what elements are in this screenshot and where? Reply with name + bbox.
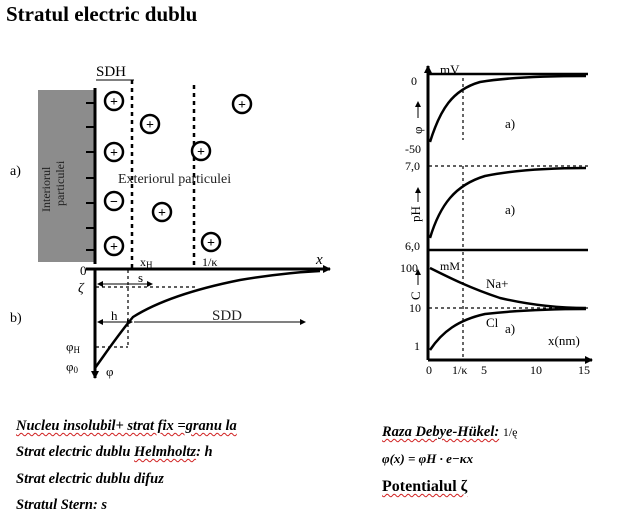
- bot-y-label: C: [408, 291, 423, 300]
- x-axis-label: x: [315, 252, 323, 268]
- ion-plus-8: [200, 231, 222, 253]
- ion-sign-6: +: [158, 206, 166, 221]
- sdd-label: SDD: [212, 308, 242, 324]
- ion-minus-2: [103, 190, 125, 212]
- ion-plus-3: [103, 235, 125, 257]
- caption-diffuse: Strat electric dublu difuz: [16, 471, 164, 487]
- phi-axis-label: φ: [106, 364, 114, 379]
- bot-tick-1: 1: [414, 339, 420, 353]
- xh-label: xH: [140, 255, 153, 270]
- interior-label-1: Interiorul: [39, 166, 53, 212]
- caption-helmholtz: Strat electric dublu Helmholtz: h: [16, 444, 213, 460]
- potential-curve: [93, 269, 321, 369]
- cl-curve: [428, 307, 587, 351]
- mid-tick-6: 6,0: [405, 239, 420, 253]
- kappa-label: 1/κ: [202, 255, 217, 269]
- h-label: h: [111, 308, 118, 323]
- origin-label: 0: [80, 263, 87, 278]
- bot-unit: mM: [440, 259, 460, 273]
- debye-caption: Raza Debye-Hükel: 1/ę: [382, 424, 518, 440]
- zeta-potential-caption: Potentialul ζ: [382, 478, 468, 495]
- mid-y-label: pH: [408, 206, 423, 222]
- na-curve: [429, 266, 587, 310]
- na-label: Na+: [486, 276, 509, 291]
- particle-interior: [38, 90, 94, 262]
- ion-sign-8: +: [207, 236, 215, 251]
- ion-plus-0: [103, 90, 125, 112]
- bot-xtick-5: 5: [481, 363, 487, 377]
- ion-plus-1: [103, 141, 125, 163]
- surface-charges: [86, 102, 94, 251]
- ion-plus-7: [190, 140, 212, 162]
- ion-sign-0: +: [110, 95, 118, 110]
- ion-sign-1: +: [110, 146, 118, 161]
- bot-xtick-0: 0: [426, 363, 432, 377]
- phi-h-label: φH: [66, 339, 81, 355]
- bot-x-label: x(nm): [548, 333, 580, 348]
- panel-a-label: a): [10, 164, 21, 179]
- ion-sign-3: +: [110, 240, 118, 255]
- panel-b-label: b): [10, 311, 22, 326]
- mid-panel-label: a): [505, 202, 515, 217]
- ion-plus-5: [139, 113, 161, 135]
- page-title: Stratul electric dublu: [6, 2, 198, 26]
- caption-stern: Stratul Stern: s: [16, 497, 108, 513]
- exterior-label: Exteriorul particulei: [118, 172, 231, 187]
- top-y-label: φ: [410, 126, 425, 134]
- interior-label-2: particulei: [53, 160, 67, 206]
- ion-sign-9: +: [238, 98, 246, 113]
- mid-curve: [428, 166, 587, 239]
- bot-xtick-kappa: 1/κ: [452, 363, 467, 377]
- bot-xtick-10: 10: [530, 363, 542, 377]
- ion-sign-5: +: [146, 118, 154, 133]
- top-tick-m50: -50: [405, 142, 421, 156]
- ion-plus-6: [151, 201, 173, 223]
- bot-tick-100: 100: [400, 261, 418, 275]
- top-unit: mV: [440, 62, 460, 77]
- potential-formula: φ(x) = φH · e−κx: [382, 451, 474, 466]
- ion-plus-9: [231, 93, 253, 115]
- zeta-label: ζ: [78, 281, 85, 296]
- caption-nucleus: Nucleu insolubil+ strat fix =granu la: [16, 418, 237, 434]
- phi0-label: φ0: [66, 359, 79, 375]
- ions: + + − + + + + + +: [103, 90, 253, 257]
- bot-tick-10: 10: [409, 301, 421, 315]
- bot-xtick-15: 15: [578, 363, 590, 377]
- top-curve: [428, 74, 587, 143]
- top-panel-label: a): [505, 116, 515, 131]
- sdh-label: SDH: [96, 64, 126, 80]
- top-tick-0: 0: [411, 74, 417, 88]
- ion-sign-7: +: [197, 145, 205, 160]
- cl-label: Cl: [486, 315, 499, 330]
- ion-sign-2: −: [110, 195, 118, 210]
- mid-tick-7: 7,0: [405, 159, 420, 173]
- s-label: s: [138, 270, 143, 285]
- bot-panel-label: a): [505, 321, 515, 336]
